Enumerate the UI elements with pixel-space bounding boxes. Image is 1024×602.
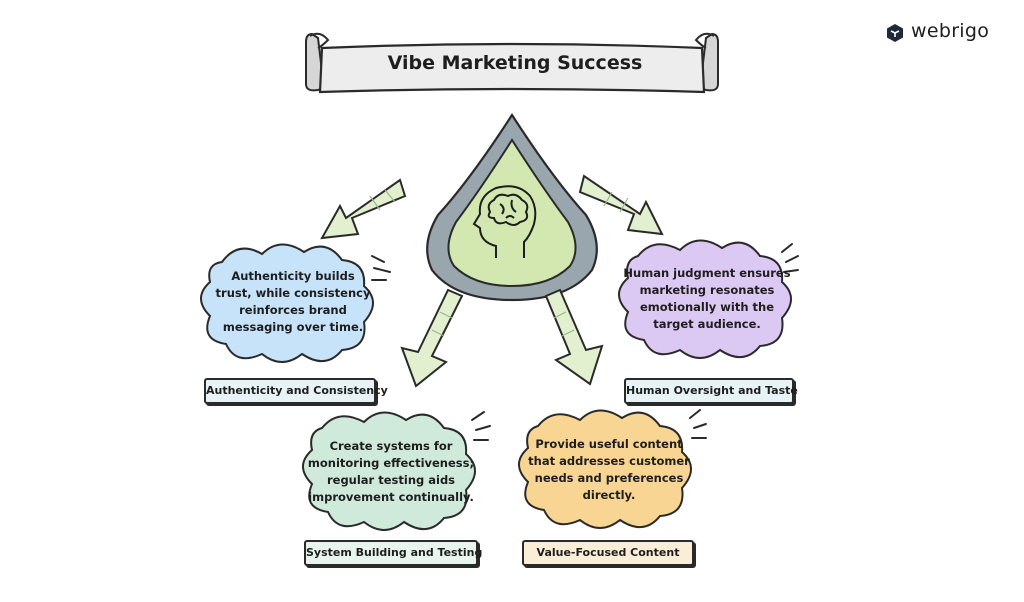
arrow-to-value	[544, 288, 604, 386]
head-brain-icon	[472, 185, 537, 258]
description-line: Human judgment ensures	[623, 266, 791, 280]
description-line: regular testing aids	[326, 473, 456, 487]
system-description: Create systems for monitoring effectiven…	[306, 438, 476, 506]
description-line: Create systems for	[329, 439, 453, 453]
human-description: Human judgment ensures marketing resonat…	[622, 265, 792, 333]
description-line: improvement continually.	[308, 490, 474, 504]
description-line: that addresses customer	[528, 454, 690, 468]
webrigo-logo-icon	[887, 24, 903, 42]
cloud-authenticity	[200, 243, 374, 363]
title-banner	[305, 32, 719, 94]
description-line: directly.	[582, 488, 636, 502]
emphasis-marks	[371, 243, 799, 441]
description-line: emotionally with the	[639, 300, 775, 314]
cloud-system	[302, 411, 476, 531]
authenticity-description: Authenticity builds trust, while consist…	[208, 268, 378, 336]
description-line: Authenticity builds	[231, 269, 355, 283]
description-line: reinforces brand	[239, 303, 347, 317]
page-title: Vibe Marketing Success	[387, 52, 643, 74]
description-line: monitoring effectiveness;	[307, 456, 475, 470]
arrow-to-system	[400, 288, 464, 388]
brand-logo: webrigo	[887, 20, 989, 42]
description-line: needs and preferences	[534, 471, 684, 485]
cloud-human	[618, 239, 792, 359]
logo-spacer	[887, 22, 905, 40]
brand-name: webrigo	[911, 20, 990, 42]
arrow-to-authenticity	[320, 178, 407, 240]
label-system: System Building and Testing	[304, 540, 482, 566]
label-value: Value-Focused Content	[522, 540, 694, 566]
label-human: Human Oversight and Taste	[624, 378, 798, 404]
cloud-value	[518, 409, 692, 529]
description-line: Provide useful content	[535, 437, 683, 451]
description-line: marketing resonates	[639, 283, 775, 297]
description-line: target audience.	[653, 317, 761, 331]
description-line: messaging over time.	[222, 320, 364, 334]
arrow-to-human	[578, 174, 664, 236]
description-line: trust, while consistency	[215, 286, 371, 300]
label-authenticity: Authenticity and Consistency	[204, 378, 388, 404]
value-description: Provide useful content that addresses cu…	[524, 436, 694, 504]
